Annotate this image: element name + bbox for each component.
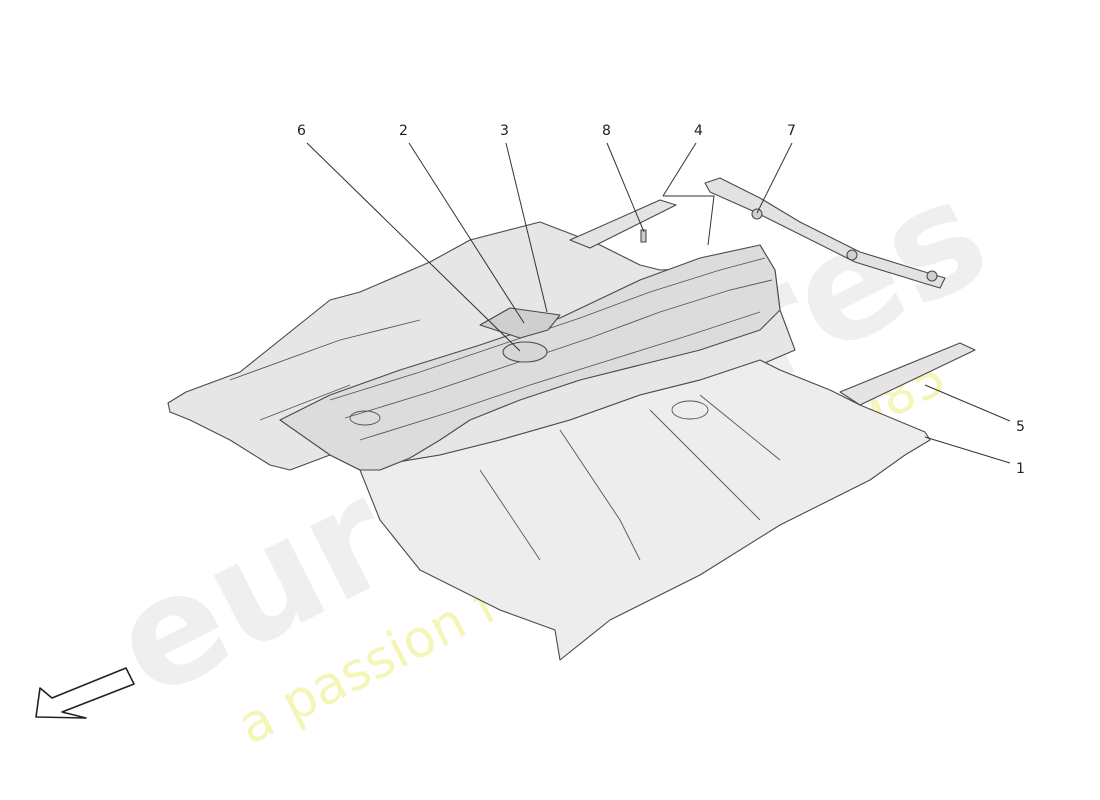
callout-4: 4: [694, 123, 703, 139]
leader-6: [306, 142, 521, 352]
leader-5: [924, 384, 1011, 422]
leader-4: [662, 142, 697, 197]
leader-7: [756, 142, 793, 214]
callout-5: 5: [1016, 419, 1025, 435]
callout-8: 8: [602, 123, 611, 139]
floor-pan-assembly: [167, 177, 976, 661]
rear-rail-4: [569, 199, 677, 249]
callout-7: 7: [787, 123, 796, 139]
seat-well-plate: [479, 307, 561, 339]
front-floor-panel: [359, 359, 931, 661]
leader-lines: [306, 142, 1011, 464]
leader-2: [408, 142, 525, 324]
front-direction-arrow-icon: [35, 667, 135, 719]
bracket-6: [502, 341, 548, 363]
callout-1: 1: [1016, 461, 1025, 477]
side-sill-5: [839, 342, 976, 406]
leader-4b: [663, 195, 715, 246]
callout-3: 3: [500, 123, 509, 139]
leader-3: [505, 142, 548, 313]
callout-2: 2: [399, 123, 408, 139]
callouts: 6 2 3 8 4 7 5 1: [297, 123, 1025, 477]
leader-1: [924, 436, 1011, 464]
leader-8: [606, 142, 645, 233]
callout-6: 6: [297, 123, 306, 139]
